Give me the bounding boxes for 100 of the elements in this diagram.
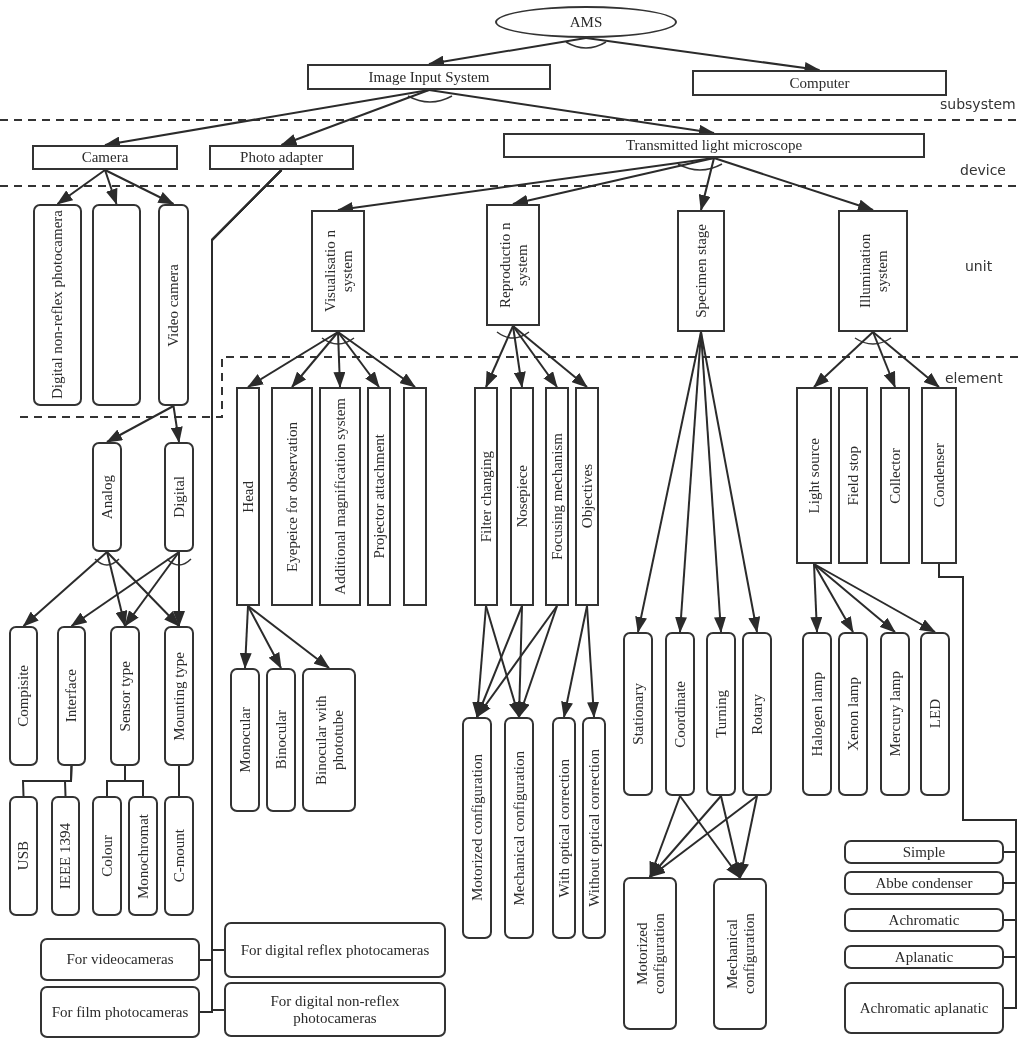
level-label: device bbox=[960, 162, 1006, 178]
node-label: Collector bbox=[886, 447, 904, 504]
arrow bbox=[333, 331, 346, 388]
arrow bbox=[247, 605, 330, 669]
node-label: Transmitted light microscope bbox=[625, 137, 803, 154]
rounded-box bbox=[92, 796, 122, 916]
arrow bbox=[649, 795, 722, 878]
arrow bbox=[247, 331, 339, 388]
node-label: AMS bbox=[569, 13, 603, 31]
process-box bbox=[32, 145, 178, 170]
arrow bbox=[124, 551, 180, 627]
arrow bbox=[512, 325, 588, 388]
node-label: For digital non-reflex photocameras bbox=[269, 993, 401, 1026]
process-box bbox=[236, 387, 260, 606]
node-label: Monocular bbox=[236, 707, 254, 773]
node-label: Binocular with phototube bbox=[312, 694, 346, 787]
node-label: Light source bbox=[805, 437, 823, 514]
arrow bbox=[106, 551, 128, 627]
node-label: Halogen lamp bbox=[808, 671, 826, 757]
arrow bbox=[512, 325, 558, 388]
process-box bbox=[474, 387, 498, 606]
node-label: Coordinate bbox=[671, 680, 689, 748]
arrow bbox=[106, 551, 180, 627]
node-label: Xenon lamp bbox=[844, 677, 862, 751]
rounded-box bbox=[128, 796, 158, 916]
empty-box bbox=[92, 204, 141, 406]
rounded-box bbox=[9, 626, 38, 766]
node-label: Turning bbox=[712, 690, 730, 738]
level-label: element bbox=[945, 370, 1003, 386]
arrow bbox=[813, 563, 936, 633]
node-label: Nosepiece bbox=[513, 465, 531, 528]
arrow bbox=[104, 169, 175, 205]
rounded-box bbox=[164, 626, 194, 766]
rounded-box bbox=[504, 717, 534, 939]
node-label: Condenser bbox=[930, 443, 948, 508]
arrow bbox=[247, 605, 282, 669]
node-label: For videocameras bbox=[66, 951, 174, 968]
rounded-box bbox=[224, 982, 446, 1037]
node-label: Sensor type bbox=[116, 660, 134, 732]
process-box bbox=[311, 210, 365, 332]
arrow bbox=[810, 563, 823, 633]
node-label: Achromatic aplanatic bbox=[859, 999, 989, 1017]
node-label: Specimen stage bbox=[692, 224, 710, 318]
node-label: Head bbox=[239, 480, 257, 513]
rounded-box bbox=[844, 945, 1004, 969]
arrow bbox=[291, 331, 339, 388]
rounded-box bbox=[623, 632, 653, 796]
node-label: Abbe condenser bbox=[875, 874, 973, 892]
process-box bbox=[367, 387, 391, 606]
node-label: For digital reflex photocameras bbox=[240, 941, 430, 959]
arrow bbox=[649, 795, 758, 878]
rounded-box bbox=[844, 908, 1004, 932]
arrow bbox=[720, 795, 743, 879]
node-label: Mechanical configuration bbox=[723, 912, 757, 997]
arrow bbox=[679, 795, 741, 879]
level-label: subsystem bbox=[940, 96, 1016, 112]
node-label: Monochromat bbox=[134, 813, 152, 899]
node-label: Computer bbox=[789, 74, 850, 92]
arrow bbox=[104, 169, 118, 205]
node-label: Simple bbox=[902, 843, 946, 861]
arrow bbox=[813, 331, 874, 388]
rounded-box bbox=[57, 626, 86, 766]
arrow bbox=[106, 405, 175, 443]
node-label: Digital non-reflex photocamera bbox=[49, 210, 66, 400]
process-box bbox=[486, 204, 540, 326]
arrow bbox=[280, 89, 430, 146]
node-label: Rotary bbox=[748, 693, 766, 735]
rounded-box bbox=[266, 668, 296, 812]
process-box bbox=[796, 387, 832, 564]
rounded-box bbox=[844, 982, 1004, 1034]
rounded-box bbox=[33, 204, 82, 406]
arrow bbox=[337, 331, 416, 388]
node-label: Analog bbox=[98, 474, 116, 520]
node-label: Photo adapter bbox=[240, 149, 323, 166]
arrow bbox=[70, 551, 180, 627]
arrow bbox=[698, 157, 715, 211]
node-label: Filter changing bbox=[477, 450, 495, 543]
node-label: For film photocameras bbox=[51, 1003, 189, 1021]
node-label: LED bbox=[926, 699, 944, 729]
node-label: Camera bbox=[81, 149, 129, 166]
node-label: Motorized configuration bbox=[468, 754, 486, 902]
rounded-box bbox=[230, 668, 260, 812]
arrow bbox=[512, 157, 715, 207]
arrow bbox=[485, 325, 514, 388]
rounded-box bbox=[880, 632, 910, 796]
arrow bbox=[173, 551, 185, 627]
arrow bbox=[813, 563, 896, 633]
rounded-box bbox=[164, 796, 194, 916]
rounded-box bbox=[623, 877, 677, 1030]
arrow bbox=[512, 325, 526, 388]
arrow bbox=[239, 605, 252, 669]
node-label: Achromatic bbox=[888, 911, 960, 929]
node-label: Without optical correction bbox=[585, 749, 603, 907]
arrow bbox=[872, 331, 940, 388]
rounded-box bbox=[40, 986, 200, 1038]
process-box bbox=[921, 387, 957, 564]
rounded-box bbox=[844, 840, 1004, 864]
node-label: Field stop bbox=[844, 445, 862, 506]
node-label: Mechanical configuration bbox=[510, 750, 528, 906]
rounded-box bbox=[51, 796, 80, 916]
